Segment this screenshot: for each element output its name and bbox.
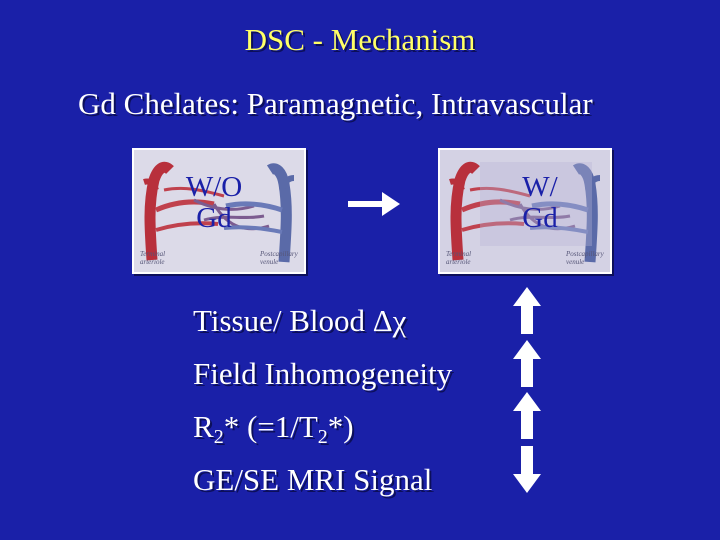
up-arrow-icon	[512, 286, 542, 336]
up-arrow-icon	[512, 339, 542, 389]
r-subscript: 2	[214, 426, 224, 448]
with-gd-line1: W/	[510, 172, 570, 203]
without-gd-line2: Gd	[174, 203, 254, 234]
vessel-image-with-gd: W/ Gd Terminal arteriole Postcapillary v…	[438, 148, 612, 274]
caption-terminal-arteriole: Terminal arteriole	[140, 250, 176, 266]
delta-chi-symbol: Δχ	[373, 303, 407, 338]
up-arrow-icon	[512, 391, 542, 441]
without-gd-line1: W/O	[174, 172, 254, 203]
list-item-mri-signal: GE/SE MRI Signal	[193, 453, 452, 506]
r2star-end: *)	[328, 409, 354, 444]
without-gd-label: W/O Gd	[174, 172, 254, 234]
effects-list: Tissue/ Blood Δχ Field Inhomogeneity R2*…	[193, 294, 452, 506]
vessel-image-without-gd: W/O Gd Terminal arteriole Postcapillary …	[132, 148, 306, 274]
right-arrow-icon	[346, 190, 402, 218]
with-gd-label: W/ Gd	[510, 172, 570, 234]
with-gd-line2: Gd	[510, 203, 570, 234]
r2star-middle: * (=1/T	[224, 409, 318, 444]
t-subscript: 2	[318, 426, 328, 448]
caption-postcapillary-venule: Postcapillary venule	[566, 250, 602, 266]
down-arrow-icon	[512, 444, 542, 494]
list-item-field-inhomogeneity: Field Inhomogeneity	[193, 347, 452, 400]
caption-terminal-arteriole: Terminal arteriole	[446, 250, 482, 266]
list-item-r2star: R2* (=1/T2*)	[193, 400, 452, 453]
r-symbol: R	[193, 409, 214, 444]
susceptibility-text: Tissue/ Blood	[193, 303, 373, 338]
list-item-susceptibility: Tissue/ Blood Δχ	[193, 294, 452, 347]
slide-subtitle: Gd Chelates: Paramagnetic, Intravascular	[78, 86, 593, 122]
slide-title: DSC - Mechanism	[0, 22, 720, 58]
caption-postcapillary-venule: Postcapillary venule	[260, 250, 296, 266]
